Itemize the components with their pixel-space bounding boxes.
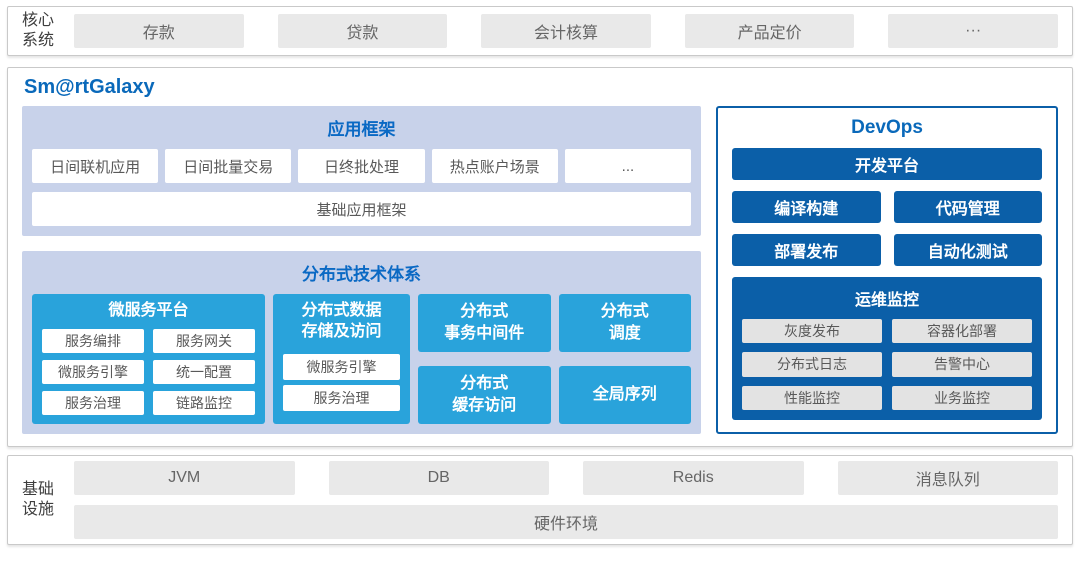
monitor-performance: 性能监控 <box>742 385 882 410</box>
infrastructure-row: JVM DB Redis 消息队列 <box>74 461 1058 495</box>
devops-code-mgmt: 代码管理 <box>893 191 1042 223</box>
smartgalaxy-panel: Sm@rtGalaxy 应用框架 日间联机应用 日间批量交易 日终批处理 热点账… <box>7 67 1073 447</box>
app-item-more: ... <box>564 149 692 183</box>
micro-item-orchestration: 服务编排 <box>42 328 144 353</box>
monitor-business: 业务监控 <box>892 385 1032 410</box>
cell-transaction-middleware: 分布式 事务中间件 <box>418 294 551 352</box>
monitor-container-deploy: 容器化部署 <box>892 319 1032 344</box>
devops-title: DevOps <box>851 117 923 138</box>
infrastructure-content: JVM DB Redis 消息队列 硬件环境 <box>74 461 1058 539</box>
core-system-item-accounting: 会计核算 <box>481 14 651 48</box>
distributed-cell-col-2: 分布式 调度 全局序列 <box>558 294 691 424</box>
distributed-columns: 微服务平台 服务编排 服务网关 微服务引擎 统一配置 服务治理 链路监控 <box>32 294 691 424</box>
smartgalaxy-title: Sm@rtGalaxy <box>24 76 155 98</box>
infra-item-mq: 消息队列 <box>837 461 1058 495</box>
core-system-item-loans: 贷款 <box>277 14 448 48</box>
ops-monitor-panel: 运维监控 灰度发布 容器化部署 分布式日志 告警中心 性能监控 业务监控 <box>732 277 1042 420</box>
infrastructure-band: 基础 设施 JVM DB Redis 消息队列 硬件环境 <box>7 455 1073 545</box>
data-storage-items: 微服务引擎 服务治理 <box>283 350 400 415</box>
distributed-cell-col-1: 分布式 事务中间件 分布式 缓存访问 <box>418 294 551 424</box>
distributed-panel: 分布式技术体系 微服务平台 服务编排 服务网关 微服务引擎 统一配置 服务治理 … <box>22 251 701 434</box>
core-systems-label: 核心 系统 <box>22 12 55 49</box>
monitor-gray-release: 灰度发布 <box>742 319 882 344</box>
storage-item-governance: 服务治理 <box>283 384 400 411</box>
data-storage-title: 分布式数据 存储及访问 <box>301 302 382 340</box>
devops-deploy: 部署发布 <box>732 234 881 266</box>
microservice-platform-title: 微服务平台 <box>108 302 189 319</box>
devops-build: 编译构建 <box>732 191 881 223</box>
base-app-framework: 基础应用框架 <box>32 192 691 226</box>
infrastructure-label: 基础 设施 <box>22 481 55 518</box>
infra-item-jvm: JVM <box>74 461 295 495</box>
core-systems-row: 存款 贷款 会计核算 产品定价 ··· <box>74 14 1058 48</box>
devops-auto-test: 自动化测试 <box>893 234 1042 266</box>
ops-monitor-title: 运维监控 <box>854 292 919 309</box>
devops-panel: DevOps 开发平台 编译构建 代码管理 部署发布 自动化测试 运维监控 灰度… <box>716 106 1058 434</box>
data-storage-panel: 分布式数据 存储及访问 微服务引擎 服务治理 <box>273 294 410 424</box>
micro-item-engine: 微服务引擎 <box>42 359 144 384</box>
micro-item-governance: 服务治理 <box>42 390 144 415</box>
micro-item-config: 统一配置 <box>153 359 255 384</box>
core-system-item-pricing: 产品定价 <box>684 14 855 48</box>
cell-global-sequence: 全局序列 <box>558 366 691 424</box>
micro-item-tracing: 链路监控 <box>153 390 255 415</box>
app-framework-panel: 应用框架 日间联机应用 日间批量交易 日终批处理 热点账户场景 ... 基础应用… <box>22 106 701 236</box>
microservice-grid: 服务编排 服务网关 微服务引擎 统一配置 服务治理 链路监控 <box>42 328 255 415</box>
storage-item-engine: 微服务引擎 <box>283 354 400 381</box>
distributed-title: 分布式技术体系 <box>302 265 421 284</box>
cell-cache-access: 分布式 缓存访问 <box>418 366 551 424</box>
infra-item-redis: Redis <box>583 461 804 495</box>
monitor-distributed-log: 分布式日志 <box>742 352 882 377</box>
core-systems-band: 核心 系统 存款 贷款 会计核算 产品定价 ··· <box>7 6 1073 56</box>
infra-hardware-env: 硬件环境 <box>74 505 1058 539</box>
monitor-alert-center: 告警中心 <box>892 352 1032 377</box>
app-item-hot-account: 热点账户场景 <box>431 149 558 183</box>
core-system-item-more: ··· <box>888 14 1058 48</box>
left-column: 应用框架 日间联机应用 日间批量交易 日终批处理 热点账户场景 ... 基础应用… <box>22 106 701 434</box>
devops-tool-row-2: 部署发布 自动化测试 <box>732 234 1042 266</box>
micro-item-gateway: 服务网关 <box>153 328 255 353</box>
app-item-daytime-batch: 日间批量交易 <box>165 149 292 183</box>
devops-tool-row-1: 编译构建 代码管理 <box>732 191 1042 223</box>
core-system-item-deposits: 存款 <box>74 14 244 48</box>
app-item-daytime-online: 日间联机应用 <box>32 149 159 183</box>
infra-item-db: DB <box>328 461 549 495</box>
app-item-eod-batch: 日终批处理 <box>298 149 425 183</box>
ops-monitor-grid: 灰度发布 容器化部署 分布式日志 告警中心 性能监控 业务监控 <box>742 319 1032 410</box>
microservice-platform: 微服务平台 服务编排 服务网关 微服务引擎 统一配置 服务治理 链路监控 <box>32 294 265 424</box>
app-framework-title: 应用框架 <box>327 120 396 139</box>
devops-dev-platform: 开发平台 <box>732 148 1042 180</box>
app-framework-row: 日间联机应用 日间批量交易 日终批处理 热点账户场景 ... <box>32 149 692 183</box>
cell-scheduling: 分布式 调度 <box>558 294 691 352</box>
smartgalaxy-content: 应用框架 日间联机应用 日间批量交易 日终批处理 热点账户场景 ... 基础应用… <box>22 106 1058 434</box>
